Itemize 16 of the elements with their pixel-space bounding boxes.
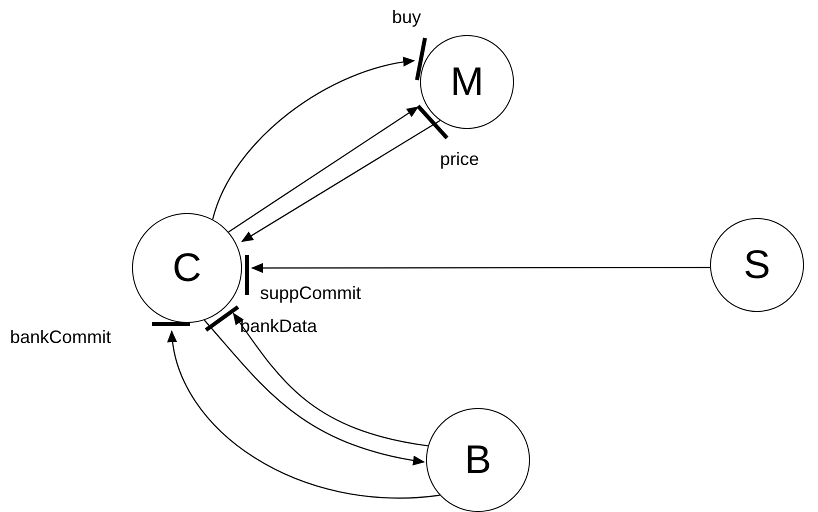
arrow: [204, 320, 426, 466]
port-label: bankData: [240, 315, 318, 338]
node-label: C: [172, 248, 202, 288]
node-label: B: [464, 440, 492, 480]
arrow: [168, 330, 440, 499]
arrow: [228, 106, 419, 232]
port-label: buy: [392, 6, 422, 28]
arrow: [212, 57, 416, 220]
port-label: bankCommit: [10, 326, 112, 348]
arrow: [251, 262, 710, 273]
port-label: price: [440, 148, 480, 170]
port-label: suppCommit: [260, 282, 362, 304]
arrow: [232, 312, 428, 446]
node-label: S: [744, 245, 770, 285]
arrow: [241, 120, 440, 242]
node-label: M: [450, 62, 484, 102]
